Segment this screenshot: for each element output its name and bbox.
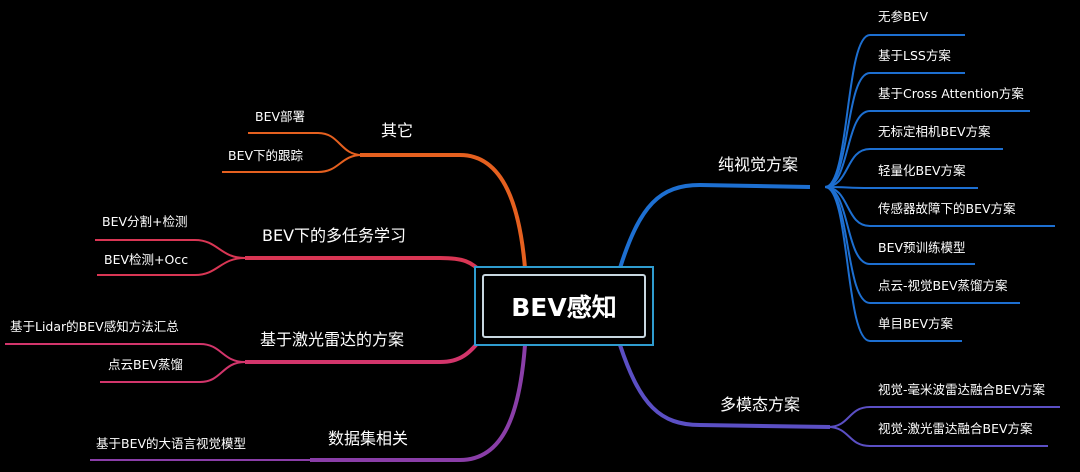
leaf-pure-vision-3[interactable]: 基于Cross Attention方案	[878, 86, 1024, 101]
edge-leaf-14	[95, 239, 246, 259]
leaf-others-1[interactable]: BEV部署	[255, 109, 306, 124]
leaf-pure-vision-6[interactable]: 传感器故障下的BEV方案	[878, 201, 1016, 216]
branch-lidar[interactable]: 基于激光雷达的方案	[260, 330, 405, 349]
edge-leaf-5	[824, 186, 978, 189]
leaf-multimodal-1[interactable]: 视觉-毫米波雷达融合BEV方案	[878, 382, 1046, 397]
leaf-multitask-1[interactable]: BEV分割+检测	[102, 214, 188, 229]
edge-leaf-11	[827, 426, 1048, 447]
branch-others[interactable]: 其它	[381, 121, 414, 140]
edge-leaf-3	[824, 110, 1030, 188]
leaf-pure-vision-9[interactable]: 单目BEV方案	[878, 316, 954, 331]
edge-leaf-15	[97, 257, 246, 276]
connector-others	[360, 153, 527, 269]
leaf-pure-vision-5[interactable]: 轻量化BEV方案	[878, 163, 966, 178]
edge-leaf-12	[248, 132, 363, 156]
leaf-dataset-1[interactable]: 基于BEV的大语言视觉模型	[96, 436, 247, 451]
edge-leaf-4	[824, 148, 1003, 188]
edge-leaf-16	[5, 343, 246, 363]
edge-leaf-10	[827, 406, 1060, 428]
leaf-lidar-2[interactable]: 点云BEV蒸馏	[108, 357, 184, 372]
leaf-pure-vision-7[interactable]: BEV预训练模型	[878, 240, 966, 255]
leaf-pure-vision-1[interactable]: 无参BEV	[878, 9, 929, 24]
connector-multitask	[245, 256, 484, 274]
branch-multimodal[interactable]: 多模态方案	[720, 395, 801, 414]
root-node[interactable]: BEV感知	[482, 274, 646, 338]
leaf-pure-vision-2[interactable]: 基于LSS方案	[878, 48, 951, 63]
leaf-multimodal-2[interactable]: 视觉-激光雷达融合BEV方案	[878, 421, 1033, 436]
leaf-multitask-2[interactable]: BEV检测+Occ	[104, 252, 189, 267]
leaf-pure-vision-8[interactable]: 点云-视觉BEV蒸馏方案	[878, 278, 1008, 293]
edge-leaf-17	[100, 361, 246, 383]
edge-leaf-13	[222, 154, 363, 173]
leaf-others-2[interactable]: BEV下的跟踪	[228, 148, 304, 163]
connector-dataset	[310, 344, 527, 462]
edge-leaf-6	[824, 186, 1055, 227]
branch-multitask[interactable]: BEV下的多任务学习	[262, 226, 407, 245]
edge-leaf-2	[824, 72, 965, 188]
branch-dataset[interactable]: 数据集相关	[328, 429, 409, 448]
edge-leaf-9	[824, 186, 962, 342]
connector-pure-vision	[618, 182, 811, 269]
leaf-lidar-1[interactable]: 基于Lidar的BEV感知方法汇总	[10, 319, 179, 334]
connector-multimodal	[618, 344, 831, 429]
root-node-label: BEV感知	[511, 293, 617, 322]
leaf-pure-vision-4[interactable]: 无标定相机BEV方案	[878, 124, 991, 139]
branch-pure-vision[interactable]: 纯视觉方案	[718, 155, 799, 174]
